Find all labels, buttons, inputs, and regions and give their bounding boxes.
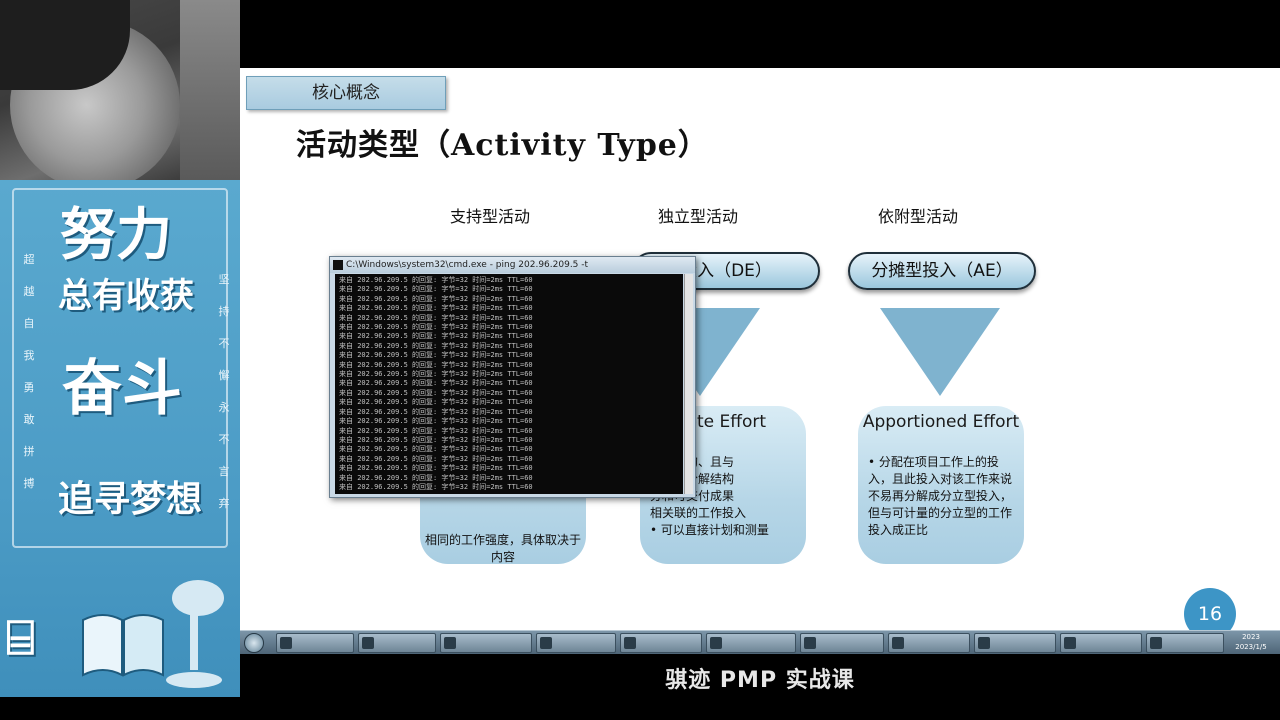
card-discrete-title: rete Effort <box>679 412 767 432</box>
card-discrete-line: 相关联的工作投入 <box>650 506 747 520</box>
taskbar-item[interactable] <box>706 633 796 653</box>
taskbar-item[interactable] <box>620 633 702 653</box>
column-heading-support: 支持型活动 <box>449 207 530 226</box>
console-line: 来自 202.96.209.5 的回复: 字节=32 时间=2ms TTL=60 <box>339 351 533 360</box>
arrow-triangle-dependent <box>880 308 1000 396</box>
open-book-icon <box>82 614 164 677</box>
console-line: 来自 202.96.209.5 的回复: 字节=32 时间=2ms TTL=60 <box>339 276 533 284</box>
console-line: 来自 202.96.209.5 的回复: 字节=32 时间=2ms TTL=60 <box>339 407 533 416</box>
card-apportioned-title: Apportioned Effort <box>862 412 1020 432</box>
console-title: C:\Windows\system32\cmd.exe - ping 202.9… <box>346 260 589 270</box>
console-output[interactable]: 来自 202.96.209.5 的回复: 字节=32 时间=2ms TTL=60… <box>335 274 683 494</box>
taskbar-item[interactable] <box>1146 633 1224 653</box>
console-line: 来自 202.96.209.5 的回复: 字节=32 时间=2ms TTL=60 <box>339 388 533 397</box>
console-line: 来自 202.96.209.5 的回复: 字节=32 时间=2ms TTL=60 <box>339 426 533 435</box>
console-line: 来自 202.96.209.5 的回复: 字节=32 时间=2ms TTL=60 <box>339 313 533 322</box>
video-caption: 骐迹 PMP 实战课 <box>0 662 1280 694</box>
console-line: 来自 202.96.209.5 的回复: 字节=32 时间=2ms TTL=60 <box>339 294 533 303</box>
banner-right-vertical-text: 坚持不懈永不言弃 <box>218 273 230 510</box>
taskbar-item[interactable] <box>800 633 884 653</box>
banner-line2: 总有收获 <box>58 276 194 316</box>
start-button[interactable] <box>244 633 264 653</box>
app-icon <box>362 637 374 649</box>
console-line: 来自 202.96.209.5 的回复: 字节=32 时间=2ms TTL=60 <box>339 332 533 341</box>
pill-apportioned-effort: 分摊型投入（AE） <box>848 252 1036 290</box>
console-line: 来自 202.96.209.5 的回复: 字节=32 时间=2ms TTL=60 <box>339 379 533 388</box>
desk-lamp-icon <box>166 580 224 688</box>
console-line: 来自 202.96.209.5 的回复: 字节=32 时间=2ms TTL=60 <box>339 370 533 379</box>
card-discrete-line: • 可以直接计划和测量 <box>650 523 769 537</box>
webcam-feed <box>0 0 240 180</box>
column-heading-dependent: 依附型活动 <box>877 207 958 226</box>
page-number-badge: 16 <box>1184 588 1236 630</box>
taskbar-item[interactable] <box>974 633 1056 653</box>
taskbar-clock[interactable]: 2023 2023/1/5 <box>1228 632 1274 652</box>
app-icon <box>1064 637 1076 649</box>
banner-line4: 追寻梦想 <box>58 479 203 520</box>
console-line: 来自 202.96.209.5 的回复: 字节=32 时间=2ms TTL=60 <box>339 482 533 491</box>
column-heading-independent: 独立型活动 <box>657 207 738 226</box>
app-icon <box>892 637 904 649</box>
section-tag: 核心概念 <box>246 76 446 110</box>
command-prompt-window[interactable]: C:\Windows\system32\cmd.exe - ping 202.9… <box>329 256 696 498</box>
card-apportioned: Apportioned Effort • 分配在项目工作上的投入，且此投入对该工… <box>858 406 1024 564</box>
app-icon <box>804 637 816 649</box>
card-apportioned-body: • 分配在项目工作上的投入，且此投入对该工作来说不易再分解成分立型投入，但与可计… <box>868 455 1013 537</box>
clock-time: 2023 <box>1242 633 1260 641</box>
console-line: 来自 202.96.209.5 的回复: 字节=32 时间=2ms TTL=60 <box>339 323 533 332</box>
console-line: 来自 202.96.209.5 的回复: 字节=32 时间=2ms TTL=60 <box>339 285 533 294</box>
app-icon <box>624 637 636 649</box>
caption-text: 骐迹 PMP 实战课 <box>665 668 855 693</box>
slide-title: 活动类型（Activity Type） <box>296 128 709 163</box>
cmd-icon <box>333 260 343 270</box>
console-line: 来自 202.96.209.5 的回复: 字节=32 时间=2ms TTL=60 <box>339 304 533 313</box>
console-line: 来自 202.96.209.5 的回复: 字节=32 时间=2ms TTL=60 <box>339 445 533 454</box>
taskbar-item[interactable] <box>358 633 436 653</box>
app-icon <box>978 637 990 649</box>
console-line: 来自 202.96.209.5 的回复: 字节=32 时间=2ms TTL=60 <box>339 454 533 463</box>
taskbar-item[interactable] <box>888 633 970 653</box>
banner-decor-glyph: ⌸ <box>6 610 35 666</box>
console-line: 来自 202.96.209.5 的回复: 字节=32 时间=2ms TTL=60 <box>339 417 533 426</box>
console-line: 来自 202.96.209.5 的回复: 字节=32 时间=2ms TTL=60 <box>339 464 533 473</box>
console-scrollbar[interactable] <box>684 274 693 494</box>
banner-line1: 努力 <box>60 203 172 268</box>
console-title-bar[interactable]: C:\Windows\system32\cmd.exe - ping 202.9… <box>330 257 695 273</box>
console-line: 来自 202.96.209.5 的回复: 字节=32 时间=2ms TTL=60 <box>339 435 533 444</box>
banner-line3: 奋斗 <box>62 354 182 424</box>
console-line: 来自 202.96.209.5 的回复: 字节=32 时间=2ms TTL=60 <box>339 341 533 350</box>
taskbar-item[interactable] <box>1060 633 1142 653</box>
clock-date: 2023/1/5 <box>1235 643 1267 651</box>
app-icon <box>1150 637 1162 649</box>
card-support-body: 相同的工作强度，具体取决于内容 <box>424 533 581 564</box>
app-icon <box>710 637 722 649</box>
windows-taskbar: 2023 2023/1/5 <box>240 630 1280 654</box>
app-icon <box>540 637 552 649</box>
console-line: 来自 202.96.209.5 的回复: 字节=32 时间=2ms TTL=60 <box>339 473 533 482</box>
taskbar-item[interactable] <box>440 633 532 653</box>
presenter-hair <box>0 0 130 90</box>
banner-left-vertical-text: 超越自我勇敢拼搏 <box>23 253 35 490</box>
console-line: 来自 202.96.209.5 的回复: 字节=32 时间=2ms TTL=60 <box>339 398 533 407</box>
console-line: 来自 202.96.209.5 的回复: 字节=32 时间=2ms TTL=60 <box>339 360 533 369</box>
taskbar-item[interactable] <box>536 633 616 653</box>
motivation-banner: 努力 总有收获 奋斗 追寻梦想 超越自我勇敢拼搏 坚持不懈永不言弃 ⌸ <box>0 180 240 697</box>
app-icon <box>444 637 456 649</box>
app-icon <box>280 637 292 649</box>
background-shelf <box>180 0 240 180</box>
banner-frame <box>12 188 228 548</box>
taskbar-item[interactable] <box>276 633 354 653</box>
